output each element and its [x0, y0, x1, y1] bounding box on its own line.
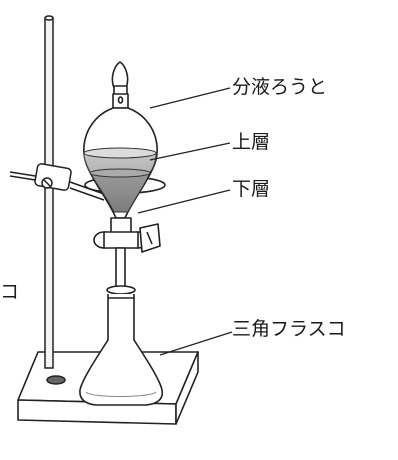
label-erlenmeyer-flask: 三角フラスコ — [232, 318, 346, 340]
erlenmeyer-flask — [79, 285, 164, 406]
leader-erlenmeyer-flask — [159, 331, 233, 356]
clamp — [9, 163, 105, 201]
leader-lower-layer — [137, 189, 231, 214]
label-cut-left: コ — [0, 281, 20, 303]
leader-upper-layer — [149, 142, 231, 161]
stand-rod — [44, 15, 66, 385]
separatory-funnel — [83, 61, 161, 299]
leader-lines — [137, 87, 233, 356]
leader-separatory-funnel — [149, 87, 231, 109]
label-separatory-funnel: 分液ろうと — [232, 76, 328, 98]
label-lower-layer: 下層 — [232, 178, 271, 200]
label-upper-layer: 上層 — [232, 131, 271, 153]
